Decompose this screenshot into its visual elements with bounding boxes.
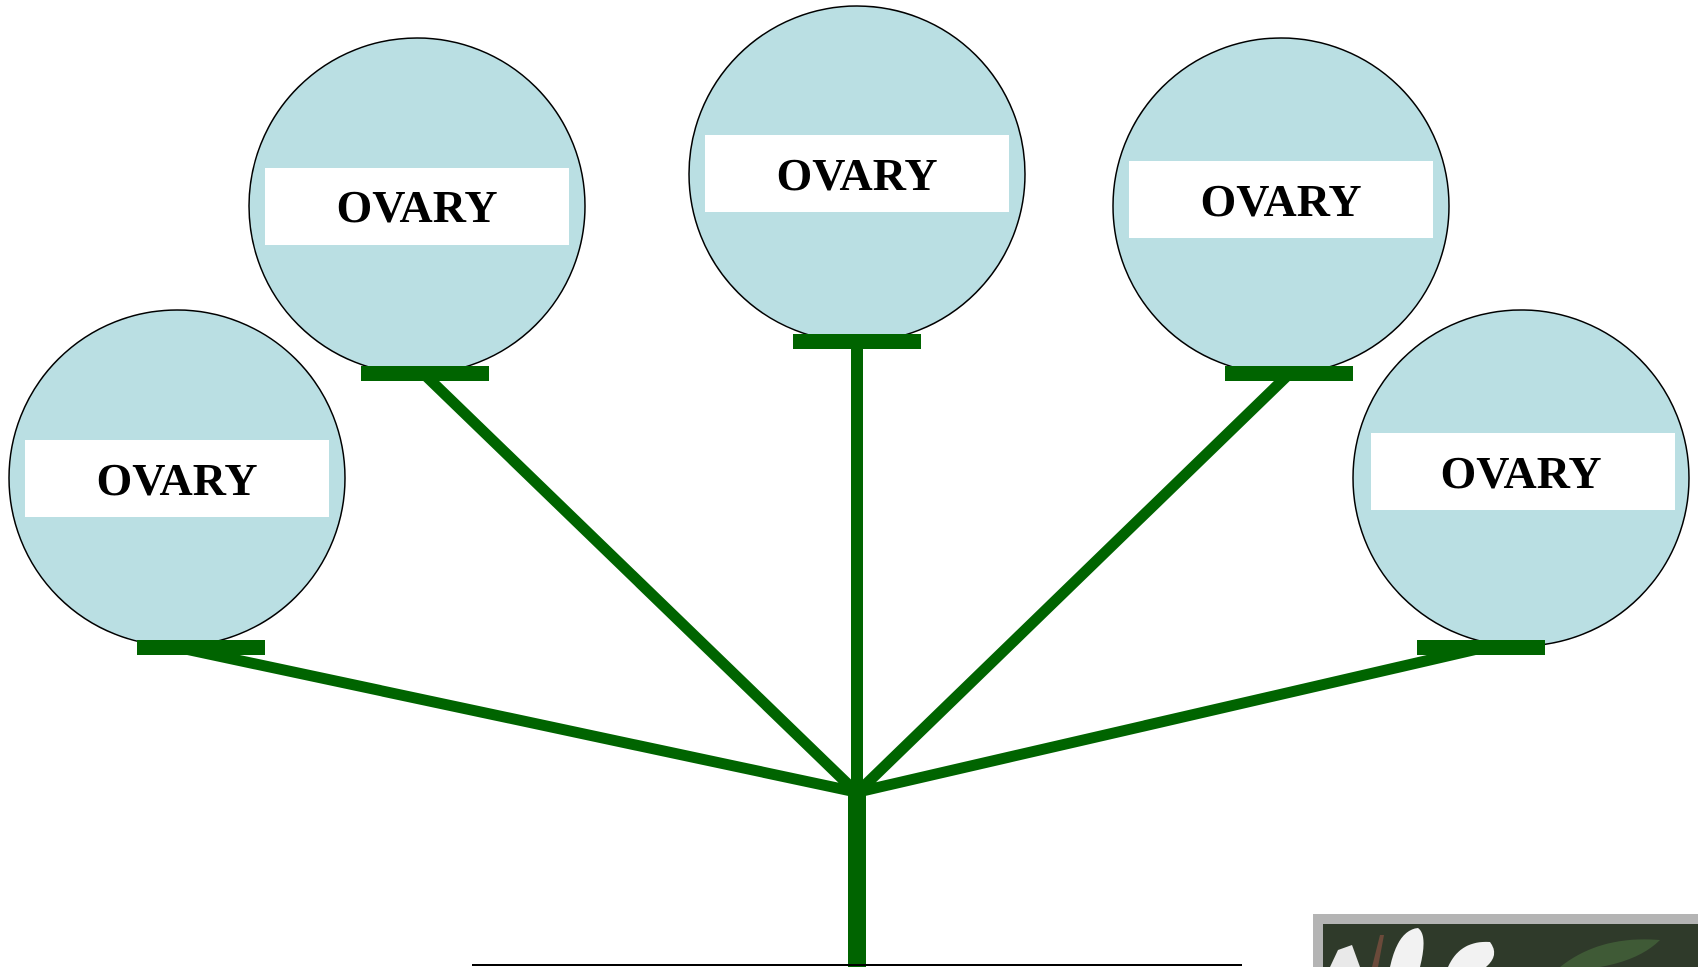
stalk-1 [174, 641, 858, 798]
photo-petal [1330, 945, 1360, 967]
ovary-label: OVARY [336, 181, 497, 232]
ovary-label: OVARY [1200, 175, 1361, 226]
ovary-label-box [1129, 161, 1433, 238]
receptacle-bar [1225, 366, 1353, 381]
ovary-4: OVARY [1112, 37, 1450, 381]
ovary-1: OVARY [8, 309, 346, 655]
ovary-label-box [25, 440, 329, 517]
stalks [174, 343, 1488, 967]
ovary-label-box [265, 168, 569, 245]
ovary-label: OVARY [1440, 447, 1601, 498]
ovary-2: OVARY [248, 37, 586, 381]
receptacle-bar [361, 366, 489, 381]
stalk-2 [421, 371, 860, 796]
ovary-label-box [1371, 433, 1675, 510]
receptacle-bar [1417, 640, 1545, 655]
photo-stem [1372, 935, 1384, 967]
stalk-5 [856, 641, 1488, 798]
flower-photo-icon [1313, 914, 1698, 967]
photo-petal [1448, 941, 1495, 967]
receptacle-bar [793, 334, 921, 349]
receptacle-bar [137, 640, 265, 655]
ovary-5: OVARY [1352, 309, 1690, 655]
ovary-3: OVARY [688, 5, 1026, 349]
photo-leaf [1560, 939, 1660, 967]
ovary-label-box [705, 135, 1009, 212]
ovary-label: OVARY [776, 149, 937, 200]
ovary-label: OVARY [96, 454, 257, 505]
stalk-4 [854, 371, 1292, 796]
photo-petal [1390, 928, 1424, 967]
